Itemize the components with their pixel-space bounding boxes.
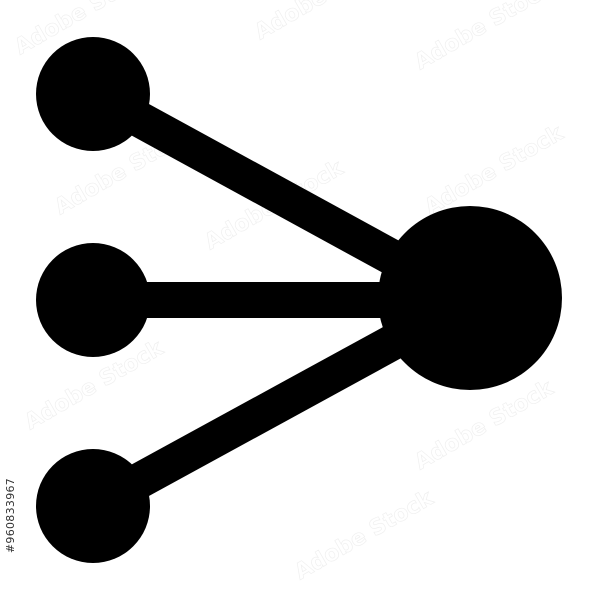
node-bottom-left	[36, 449, 150, 563]
asset-id-text: #960833967	[4, 477, 18, 553]
asset-id-label: #960833967	[0, 440, 24, 590]
node-middle-left	[36, 243, 150, 357]
node-top-left	[36, 37, 150, 151]
node-hub-right	[378, 206, 562, 390]
